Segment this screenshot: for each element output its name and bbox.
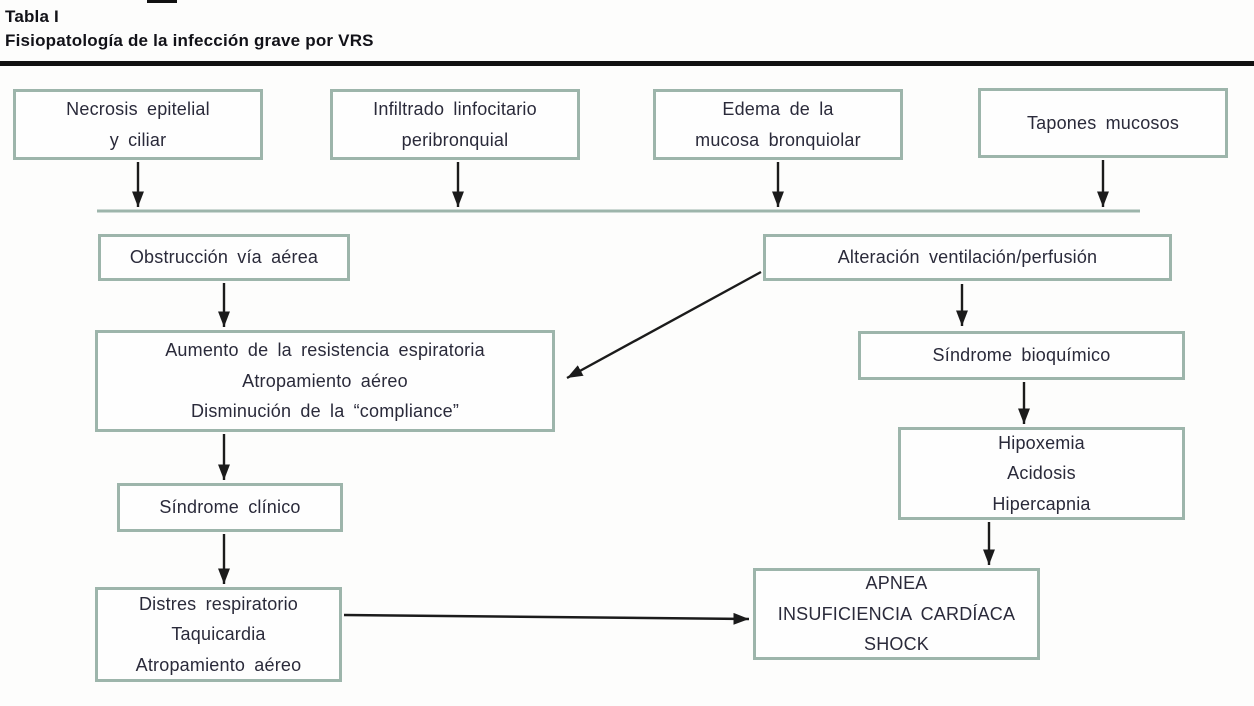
node-hipoxemia: Hipoxemia Acidosis Hipercapnia bbox=[898, 427, 1185, 520]
scan-artifact-line bbox=[147, 0, 177, 3]
node-obstruccion: Obstrucción vía aérea bbox=[98, 234, 350, 281]
node-aumento: Aumento de la resistencia espiratoria At… bbox=[95, 330, 555, 432]
header-rule bbox=[0, 61, 1254, 66]
node-apnea: APNEA INSUFICIENCIA CARDÍACA SHOCK bbox=[753, 568, 1040, 660]
node-clinico: Síndrome clínico bbox=[117, 483, 343, 532]
node-alteracion: Alteración ventilación/perfusión bbox=[763, 234, 1172, 281]
arrow-alteracion-aumento bbox=[566, 270, 762, 380]
node-tapones: Tapones mucosos bbox=[978, 88, 1228, 158]
node-distres: Distres respiratorio Taquicardia Atropam… bbox=[95, 587, 342, 682]
node-edema: Edema de la mucosa bronquiolar bbox=[653, 89, 903, 160]
node-bioquimico: Síndrome bioquímico bbox=[858, 331, 1185, 380]
node-necrosis: Necrosis epitelial y ciliar bbox=[13, 89, 263, 160]
arrow-distres-apnea bbox=[343, 612, 750, 625]
table-number: Tabla I bbox=[5, 7, 59, 26]
figure-title: Fisiopatología de la infección grave por… bbox=[5, 31, 374, 50]
node-infiltrado: Infiltrado linfocitario peribronquial bbox=[330, 89, 580, 160]
